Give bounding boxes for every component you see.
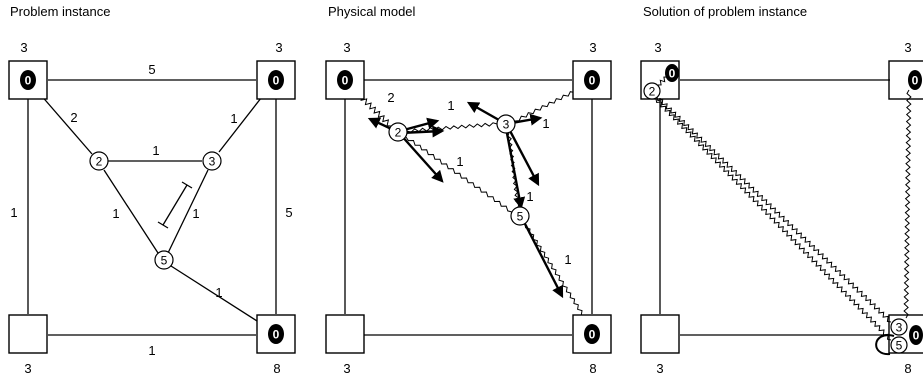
weight-tr-n3: 1 (230, 111, 237, 126)
corner-square-bl (8, 314, 48, 354)
weight-tr-n3: 1 (542, 116, 549, 131)
spring (524, 223, 591, 327)
node-0-tr: 0 (584, 70, 600, 90)
svg-text:0: 0 (25, 74, 32, 88)
node-3: 3 (890, 318, 908, 336)
weight-n2-n3: 1 (447, 98, 454, 113)
edge-n3-n5 (167, 169, 209, 254)
capacity-label-br: 8 (589, 361, 596, 376)
panel-title: Solution of problem instance (643, 4, 807, 19)
node-2: 2 (643, 82, 661, 100)
node-0-br: 0 (584, 324, 600, 344)
spring (406, 122, 498, 133)
capacity-label-bl: 3 (656, 361, 663, 376)
svg-text:0: 0 (913, 329, 920, 343)
weight-n3-n5: 1 (526, 189, 533, 204)
corner-square-tr (572, 60, 612, 100)
corner-square-bl (640, 314, 680, 354)
svg-text:0: 0 (589, 74, 596, 88)
corner-square-tr (888, 60, 923, 100)
node-3: 3 (496, 114, 516, 134)
node-0-tr: 0 (268, 70, 284, 90)
panel-title: Problem instance (10, 4, 110, 19)
capacity-label-tr: 3 (275, 40, 282, 55)
weight-n2-n3: 1 (152, 143, 159, 158)
force-arrow (504, 127, 526, 210)
capacity-label-br: 8 (904, 361, 911, 376)
capacity-label-br: 8 (273, 361, 280, 376)
spring (405, 136, 513, 213)
node-5: 5 (890, 336, 908, 354)
capacity-label-bl: 3 (343, 361, 350, 376)
svg-text:5: 5 (161, 254, 168, 268)
capacity-label-tl: 3 (343, 40, 350, 55)
spring (657, 76, 668, 86)
weight-n2-n5: 1 (112, 206, 119, 221)
node-5: 5 (154, 250, 174, 270)
weight-tl-n2: 2 (387, 90, 394, 105)
corner-square-br (888, 314, 923, 354)
svg-text:2: 2 (649, 85, 656, 99)
spring (903, 89, 912, 319)
weight-bottom: 1 (148, 343, 155, 358)
force-arrow (399, 133, 444, 183)
svg-text:5: 5 (517, 210, 524, 224)
svg-text:3: 3 (503, 118, 510, 132)
svg-text:3: 3 (209, 155, 216, 169)
svg-text:0: 0 (273, 328, 280, 342)
distance-marker (157, 181, 193, 229)
weight-n5-br: 1 (564, 252, 571, 267)
svg-text:3: 3 (896, 321, 903, 335)
svg-text:0: 0 (912, 74, 919, 88)
weight-top: 5 (148, 62, 155, 77)
node-0-br: 0 (268, 324, 284, 344)
svg-text:2: 2 (96, 155, 103, 169)
node-0-tl: 0 (665, 64, 679, 82)
svg-text:5: 5 (896, 339, 903, 353)
svg-text:0: 0 (342, 74, 349, 88)
node-2: 2 (388, 122, 408, 142)
capacity-label-tl: 3 (654, 40, 661, 55)
capacity-label-bl: 3 (24, 361, 31, 376)
weight-n3-n5: 1 (192, 206, 199, 221)
svg-text:0: 0 (273, 74, 280, 88)
weight-tl-n2: 2 (70, 110, 77, 125)
springs (351, 85, 591, 327)
panel-solution: Solution of problem instance 0 0 0 2 (640, 4, 923, 376)
svg-text:2: 2 (395, 126, 402, 140)
corner-square-tl (8, 60, 48, 100)
weight-n2-n5: 1 (456, 154, 463, 169)
weight-right: 5 (285, 205, 292, 220)
node-0-tl: 0 (337, 70, 353, 90)
corner-square-br (256, 314, 296, 354)
force-arrow (520, 217, 564, 299)
weight-left: 1 (10, 205, 17, 220)
capacity-label-tr: 3 (589, 40, 596, 55)
capacity-label-tr: 3 (904, 40, 911, 55)
corner-square-tl (640, 60, 680, 100)
capacity-label-tl: 3 (20, 40, 27, 55)
node-5: 5 (510, 206, 530, 226)
force-arrow (506, 126, 540, 187)
node-0-br: 0 (909, 325, 923, 345)
edge-n5-br (170, 265, 269, 329)
spring (656, 96, 892, 323)
svg-text:0: 0 (669, 67, 676, 81)
node-2: 2 (89, 151, 109, 171)
panel-problem-instance: Problem instance 0 0 (8, 4, 296, 376)
corner-square-br (572, 314, 612, 354)
node-0-tl: 0 (20, 70, 36, 90)
corner-square-bl (325, 314, 365, 354)
svg-text:0: 0 (589, 328, 596, 342)
panel-title: Physical model (328, 4, 416, 19)
springs (655, 76, 912, 341)
weight-n5-br: 1 (215, 285, 222, 300)
spring (655, 98, 892, 341)
panel-physical-model: Physical model 0 (325, 4, 612, 376)
node-0-tr: 0 (908, 70, 922, 90)
edge-n2-n5 (103, 169, 159, 254)
node-3: 3 (202, 151, 222, 171)
